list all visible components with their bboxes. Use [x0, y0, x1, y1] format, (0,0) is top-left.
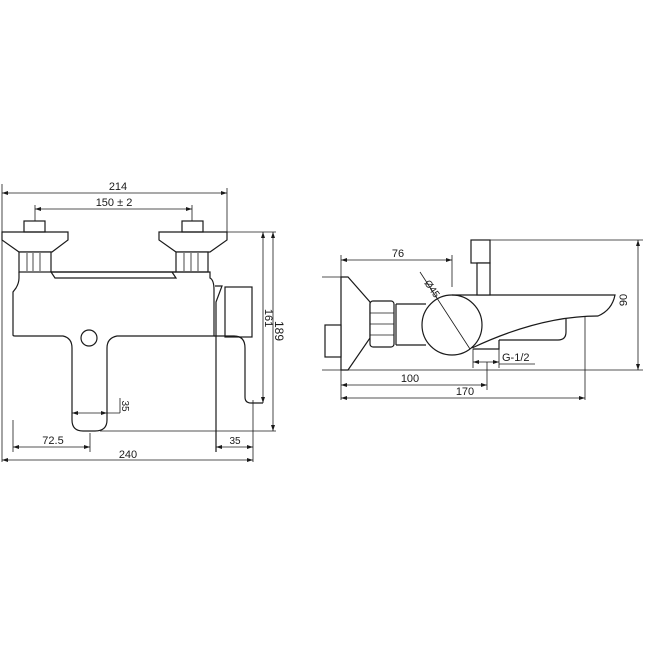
- front-view: 214 150 ± 2 161: [1, 181, 286, 462]
- dim-189: 189: [272, 321, 286, 341]
- dim-35-handle: 35: [119, 400, 130, 412]
- dim-76: 76: [392, 248, 404, 260]
- side-view: Ø45 76 90 G-1/2 100 170: [322, 239, 643, 400]
- dim-diameter-45: Ø45: [422, 278, 442, 300]
- dim-g-1-2: G-1/2: [502, 352, 530, 364]
- dim-150: 150 ± 2: [96, 197, 133, 209]
- dim-240: 240: [119, 449, 137, 461]
- dim-100: 100: [401, 373, 419, 385]
- dim-214: 214: [109, 181, 127, 193]
- dim-161: 161: [262, 309, 274, 327]
- dim-35-side: 35: [229, 436, 241, 447]
- dim-170: 170: [456, 386, 474, 398]
- dim-90: 90: [618, 294, 630, 306]
- dim-72-5: 72.5: [42, 435, 63, 447]
